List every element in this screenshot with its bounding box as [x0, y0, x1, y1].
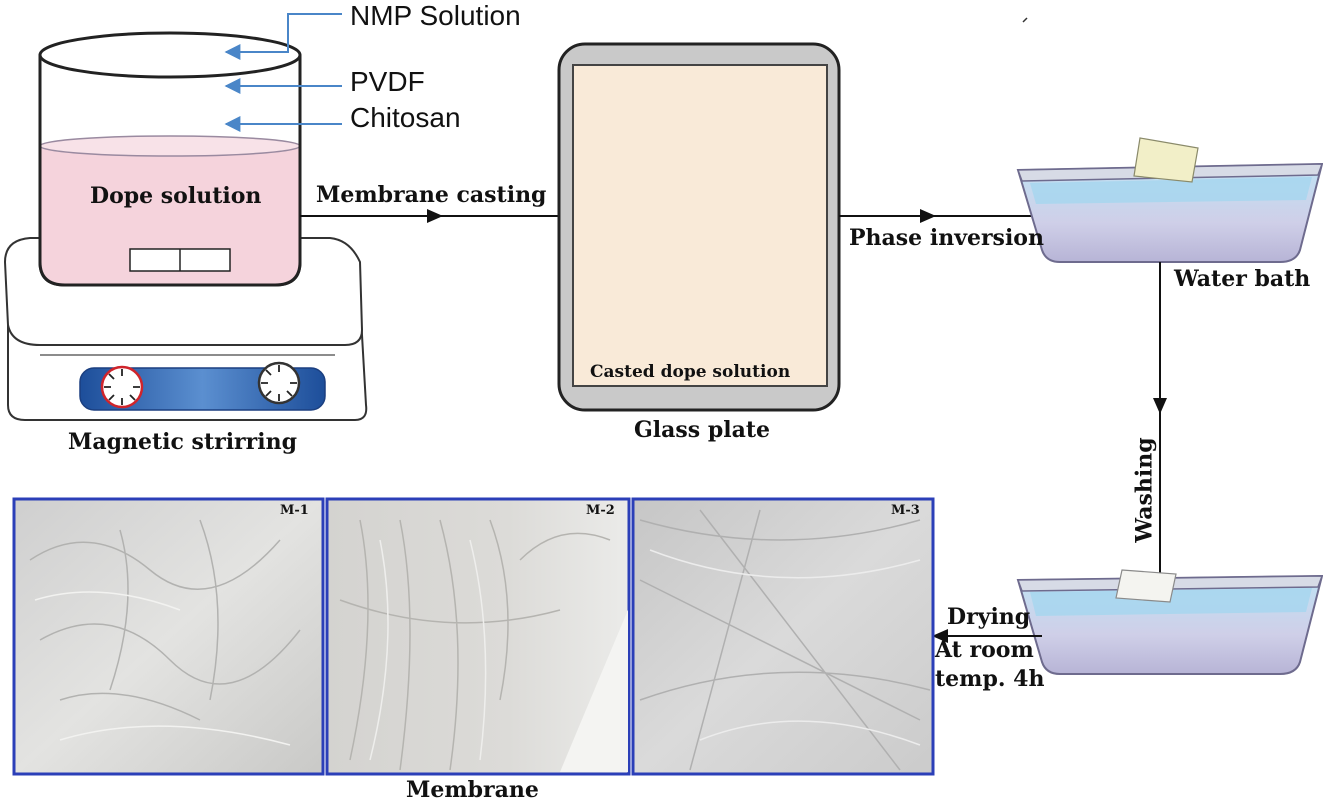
washing-label: Washing	[1131, 437, 1158, 543]
water-bath-bottom	[1016, 569, 1323, 675]
magnetic-stirring-label: Magnetic strirring	[68, 429, 297, 455]
phase-inversion-label: Phase inversion	[849, 225, 1044, 251]
membrane-casting-label: Membrane casting	[316, 182, 547, 208]
membrane-sample-m1	[12, 497, 325, 776]
drying-condition-line1: At room	[935, 637, 1034, 663]
membrane-sheet-icon	[1115, 569, 1177, 603]
membrane-label: Membrane	[406, 777, 539, 803]
beaker	[38, 31, 302, 287]
membrane-sample-m2	[325, 497, 631, 776]
water-bath-label: Water bath	[1174, 266, 1311, 292]
drying-arrow	[932, 629, 1042, 643]
casted-dope-solution-label: Casted dope solution	[590, 362, 791, 382]
casting-arrow	[300, 209, 560, 223]
drying-condition-line2: temp. 4h	[935, 666, 1045, 692]
phase-inversion-arrow	[839, 209, 1042, 223]
pvdf-label: PVDF	[350, 66, 425, 97]
dope-solution-label: Dope solution	[90, 183, 262, 209]
glass-plate	[557, 42, 841, 412]
sample-label-m1: M-1	[280, 503, 309, 518]
drying-label: Drying	[947, 604, 1031, 630]
chitosan-label: Chitosan	[350, 102, 461, 133]
input-arrows	[224, 13, 342, 132]
sample-label-m3: M-3	[891, 503, 920, 518]
water-bath-top	[1016, 137, 1323, 263]
washing-arrow	[1153, 262, 1167, 578]
membrane-sheet-icon	[1133, 137, 1199, 183]
glass-plate-label: Glass plate	[634, 417, 770, 443]
nmp-solution-label: NMP Solution	[350, 0, 521, 31]
membrane-sample-m3	[631, 497, 935, 776]
sample-label-m2: M-2	[586, 503, 615, 518]
